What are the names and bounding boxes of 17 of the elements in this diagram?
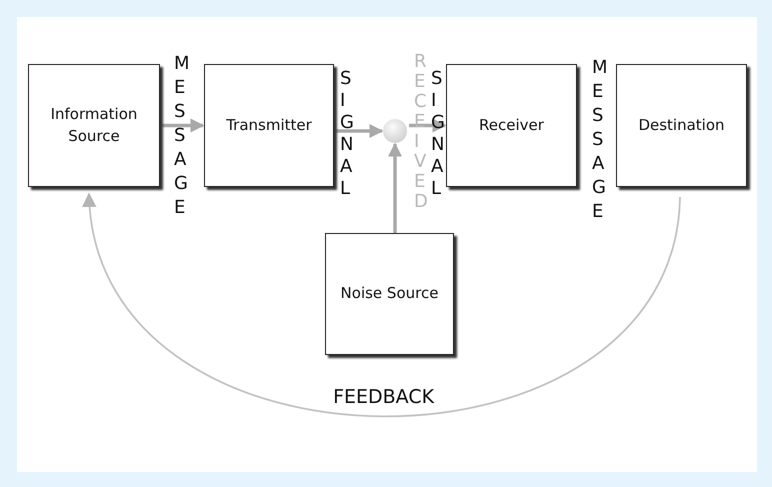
box-label: Noise Source [340,283,440,304]
vertical-label: MESSAGE [592,56,605,224]
vertical-label: SIGNAL [340,68,353,200]
arrow [84,192,681,417]
process-box [446,64,577,187]
vertical-label: MESSAGE [174,52,187,220]
box-label: Transmitter [225,114,313,136]
process-box [616,64,747,187]
process-box [325,233,454,355]
process-box [28,64,160,187]
arrow [388,142,402,233]
process-box [204,64,334,187]
box-label: Destination [637,114,726,136]
arrow [336,124,384,138]
box-label: Information Source [50,104,138,146]
arrow [162,118,204,132]
box-label: Receiver [478,114,545,136]
